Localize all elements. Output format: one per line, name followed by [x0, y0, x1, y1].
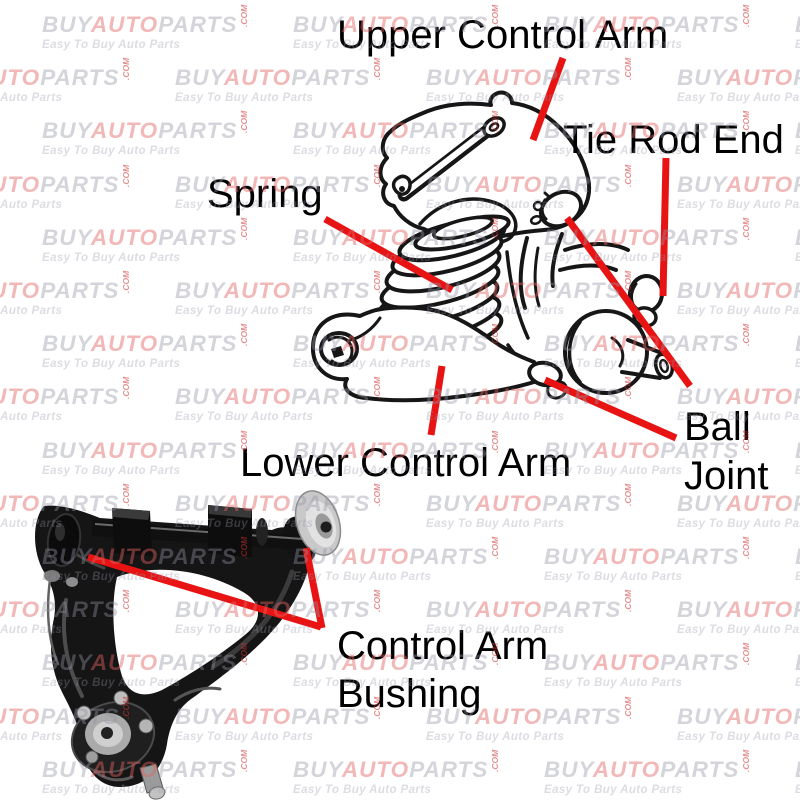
leader-spring [323, 215, 454, 294]
label-control-arm-bushing-line2: Bushing [337, 672, 482, 716]
leader-ball-joint-lower [543, 376, 678, 442]
label-ball-joint-line1: Ball [684, 405, 751, 449]
bushing-shaft [44, 490, 342, 587]
steering-knuckle-drawing [505, 232, 564, 370]
leader-bushing-left [86, 553, 323, 631]
photo-ball-joint [70, 690, 166, 800]
lower-control-arm-drawing [310, 305, 539, 403]
leader-ball-joint-upper [564, 215, 693, 389]
leader-bushing-right [302, 547, 326, 629]
leader-lines [86, 56, 693, 631]
leader-upper-control-arm [529, 56, 567, 142]
label-control-arm-bushing: Control Arm Bushing [337, 622, 548, 718]
label-ball-joint: Ball Joint [684, 403, 769, 501]
label-tie-rod-end: Tie Rod End [563, 118, 784, 162]
label-spring: Spring [207, 172, 323, 216]
label-ball-joint-line2: Joint [684, 454, 769, 498]
control-arm-photo [35, 490, 342, 800]
label-upper-control-arm: Upper Control Arm [337, 13, 669, 57]
leader-tie-rod-end [659, 157, 670, 297]
label-control-arm-bushing-line1: Control Arm [337, 624, 549, 668]
label-lower-control-arm: Lower Control Arm [240, 441, 572, 485]
leader-lower-control-arm [427, 365, 446, 436]
hub-drawing [563, 309, 675, 395]
